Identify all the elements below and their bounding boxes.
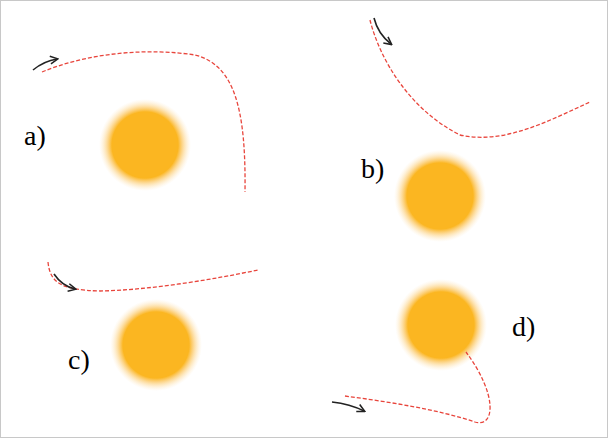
panel-label: d)	[512, 313, 535, 341]
panel-label: b)	[361, 155, 384, 183]
sun	[395, 279, 487, 371]
sun	[99, 99, 191, 191]
trajectory	[345, 352, 490, 423]
sun	[394, 150, 486, 242]
direction-arrow	[332, 402, 364, 411]
trajectory	[42, 52, 245, 192]
trajectory	[370, 20, 590, 137]
panel-label: c)	[68, 346, 90, 374]
direction-arrow	[54, 274, 75, 289]
panel-label: a)	[24, 122, 46, 150]
sun	[110, 299, 202, 391]
direction-arrow	[374, 18, 391, 44]
direction-arrow	[33, 59, 57, 70]
trajectory	[48, 262, 258, 291]
